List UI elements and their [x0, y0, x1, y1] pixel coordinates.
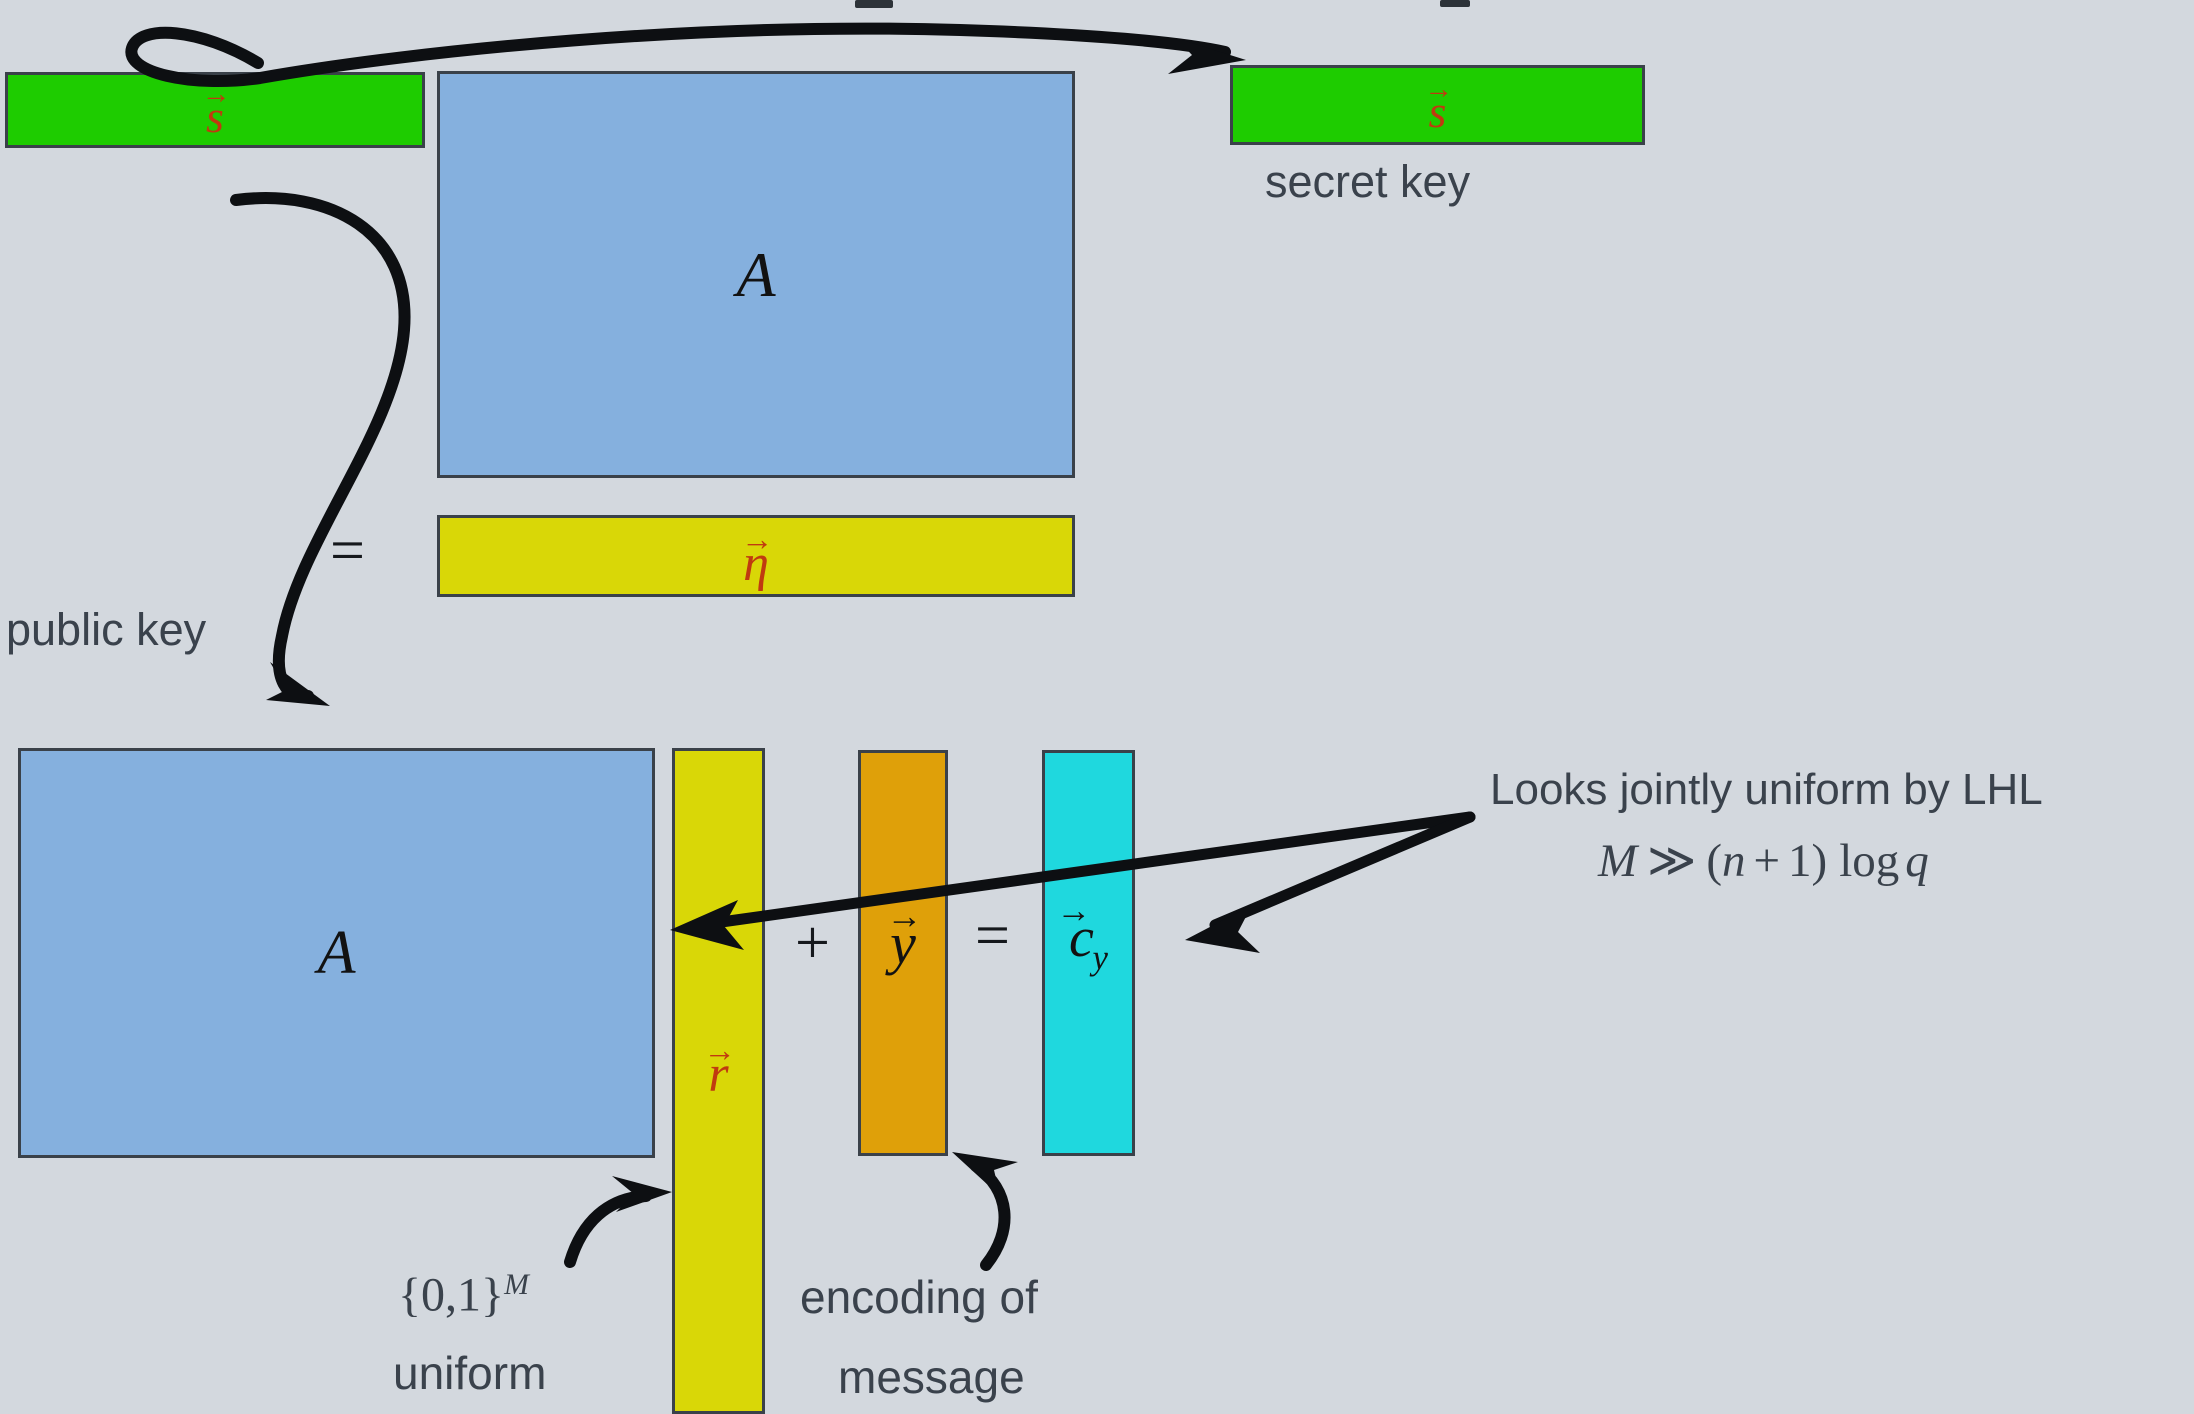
randomness-vector-symbol: →r	[704, 1033, 736, 1103]
lhl-arrow-to-ciphertext	[1209, 811, 1476, 931]
matrix-a-top-symbol: A	[736, 238, 776, 310]
uniform-formula-exponent: M	[504, 1268, 529, 1301]
y-symbol-glyph: y	[890, 911, 916, 977]
public-key-label: public key	[6, 604, 207, 655]
matrix-a-bottom-block: A	[18, 748, 655, 1158]
ciphertext-vector-symbol: →cy	[1056, 893, 1108, 977]
encoding-label-line1: encoding of	[800, 1271, 1038, 1323]
secret-vector-left-block: →s	[5, 72, 425, 148]
lhl-gg: ≫	[1647, 835, 1697, 887]
lhl-q: q	[1905, 835, 1929, 887]
lhl-label-line1: Looks jointly uniform by LHL	[1490, 765, 2043, 814]
matrix-a-bottom-symbol: A	[317, 919, 356, 987]
lhl-paren-close: )	[1811, 835, 1828, 887]
ciphertext-vector-block: →cy	[1042, 750, 1135, 1156]
eta-symbol-glyph: η	[743, 534, 769, 592]
uniform-pointer-arrowhead	[612, 1176, 672, 1212]
lhl-m: M	[1598, 835, 1638, 887]
uniform-formula: {0,1}M	[398, 1268, 529, 1322]
lhl-plus: +	[1753, 835, 1781, 887]
public-key-arrowhead	[266, 662, 330, 706]
public-key-arrow	[230, 192, 411, 703]
top-cut-text-fragment	[1440, 0, 1470, 7]
secret-vector-left-symbol: →s	[202, 80, 231, 142]
lhl-n: n	[1722, 835, 1746, 887]
secret-symbol-glyph: s	[1428, 85, 1447, 137]
message-vector-block: →y	[858, 750, 948, 1156]
error-vector-symbol: →η	[741, 522, 773, 592]
uniform-pointer-arrow	[564, 1190, 652, 1268]
randomness-vector-block: →r	[672, 748, 765, 1414]
keygen-equals-sign: =	[330, 517, 365, 585]
encoding-label-line2: message	[838, 1351, 1025, 1403]
encryption-equals-sign: =	[975, 902, 1010, 970]
secret-vector-right-symbol: →s	[1424, 75, 1453, 137]
encoding-pointer-arrowhead	[952, 1152, 1018, 1196]
c-symbol-glyph: c	[1069, 906, 1094, 969]
secret-vector-right-block: →s	[1230, 65, 1645, 145]
lhl-paren-open: (	[1706, 835, 1723, 887]
lhl-arrowhead-ciphertext	[1185, 905, 1260, 953]
r-symbol-glyph: r	[708, 1045, 729, 1103]
top-cut-text-fragment	[855, 0, 893, 8]
encryption-plus-sign: +	[795, 909, 830, 977]
error-vector-block: →η	[437, 515, 1075, 597]
encoding-pointer-arrow	[970, 1160, 1011, 1271]
message-vector-symbol: →y	[886, 898, 922, 977]
ciphertext-subscript: y	[1092, 937, 1108, 977]
uniform-formula-set: {0,1}	[398, 1268, 505, 1322]
matrix-a-top-block: A	[437, 71, 1075, 478]
lhl-one: 1	[1788, 835, 1812, 887]
secret-key-label: secret key	[1265, 156, 1471, 207]
secret-symbol-glyph: s	[206, 90, 224, 142]
lhl-log: log	[1839, 835, 1900, 887]
uniform-label: uniform	[393, 1347, 547, 1399]
